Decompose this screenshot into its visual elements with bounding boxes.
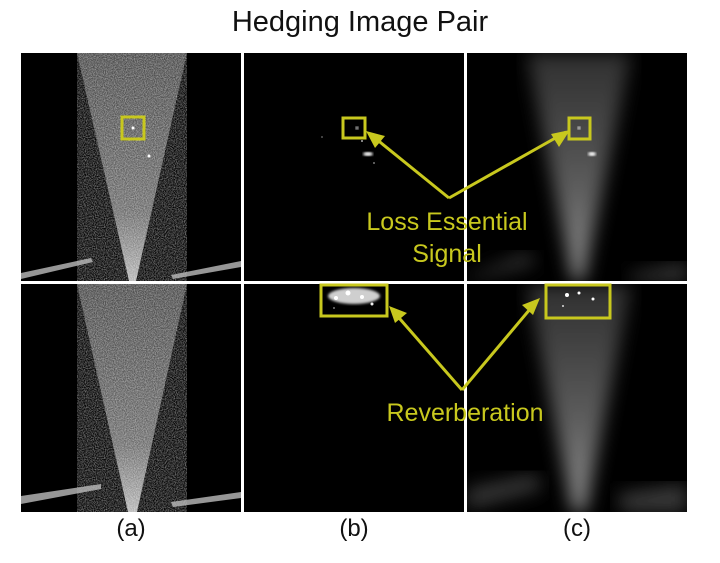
caption-c: (c) [563,515,591,542]
annotation-reverberation: Reverberation [386,399,544,427]
panel-a-top [21,53,241,281]
annotation-signal: Signal [412,240,482,268]
figure-title: Hedging Image Pair [231,6,489,38]
caption-a: (a) [116,515,146,542]
panel-a-bottom [21,284,241,512]
annotation-loss-essential: Loss Essential [366,208,528,236]
panel-c-bottom [467,284,687,512]
caption-b: (b) [339,515,369,542]
panel-b-bottom [244,284,464,512]
